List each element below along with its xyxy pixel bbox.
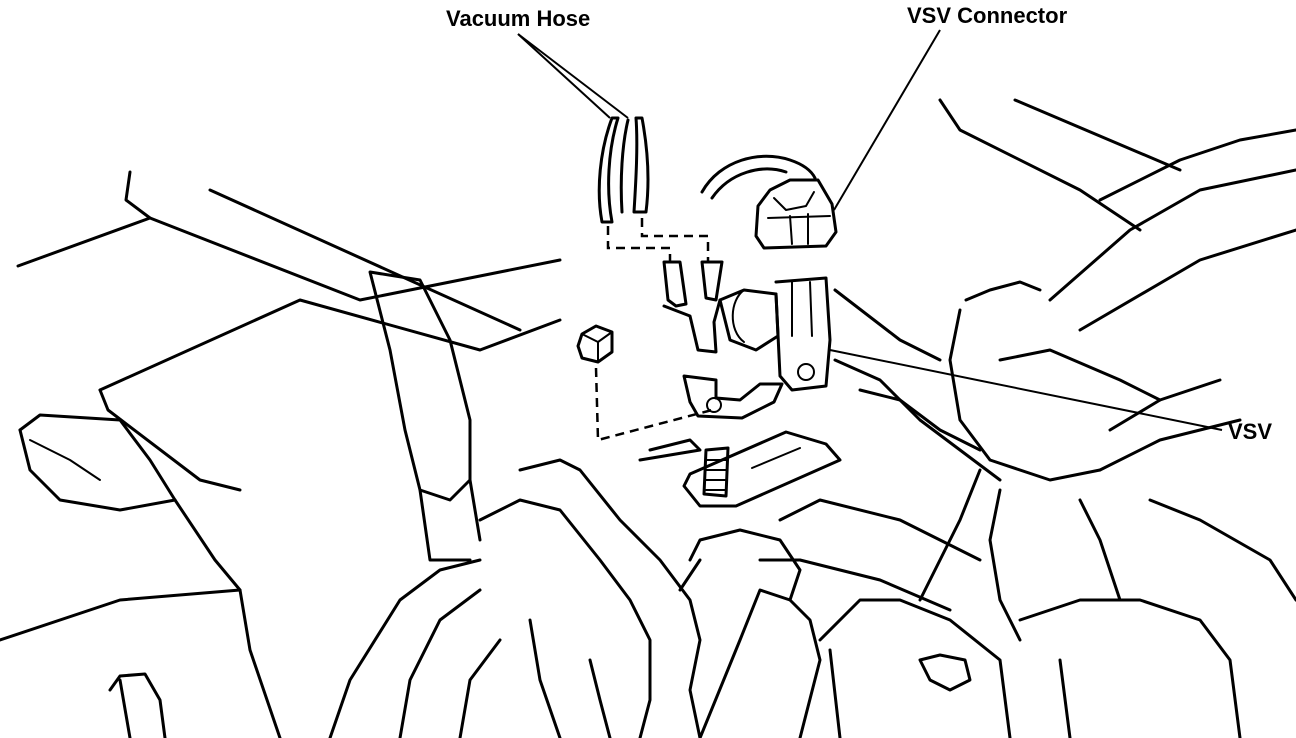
label-vacuum-hose: Vacuum Hose [446, 6, 591, 31]
right-components [818, 98, 1296, 738]
vsv-body [662, 260, 832, 420]
engine-cover-outline [0, 170, 562, 738]
lower-hoses [328, 438, 982, 738]
stud-bolt [682, 430, 842, 508]
vacuum-hoses [597, 116, 650, 224]
intake-pipe [368, 270, 482, 562]
hose-path-1 [606, 226, 672, 262]
bolt-path [594, 367, 713, 442]
label-vsv-connector: VSV Connector [907, 3, 1068, 28]
leader-lines [517, 29, 1223, 431]
vsv-connector [700, 154, 838, 250]
nut [576, 324, 614, 364]
label-vsv: VSV [1228, 419, 1273, 444]
hose-path-2 [640, 218, 710, 262]
